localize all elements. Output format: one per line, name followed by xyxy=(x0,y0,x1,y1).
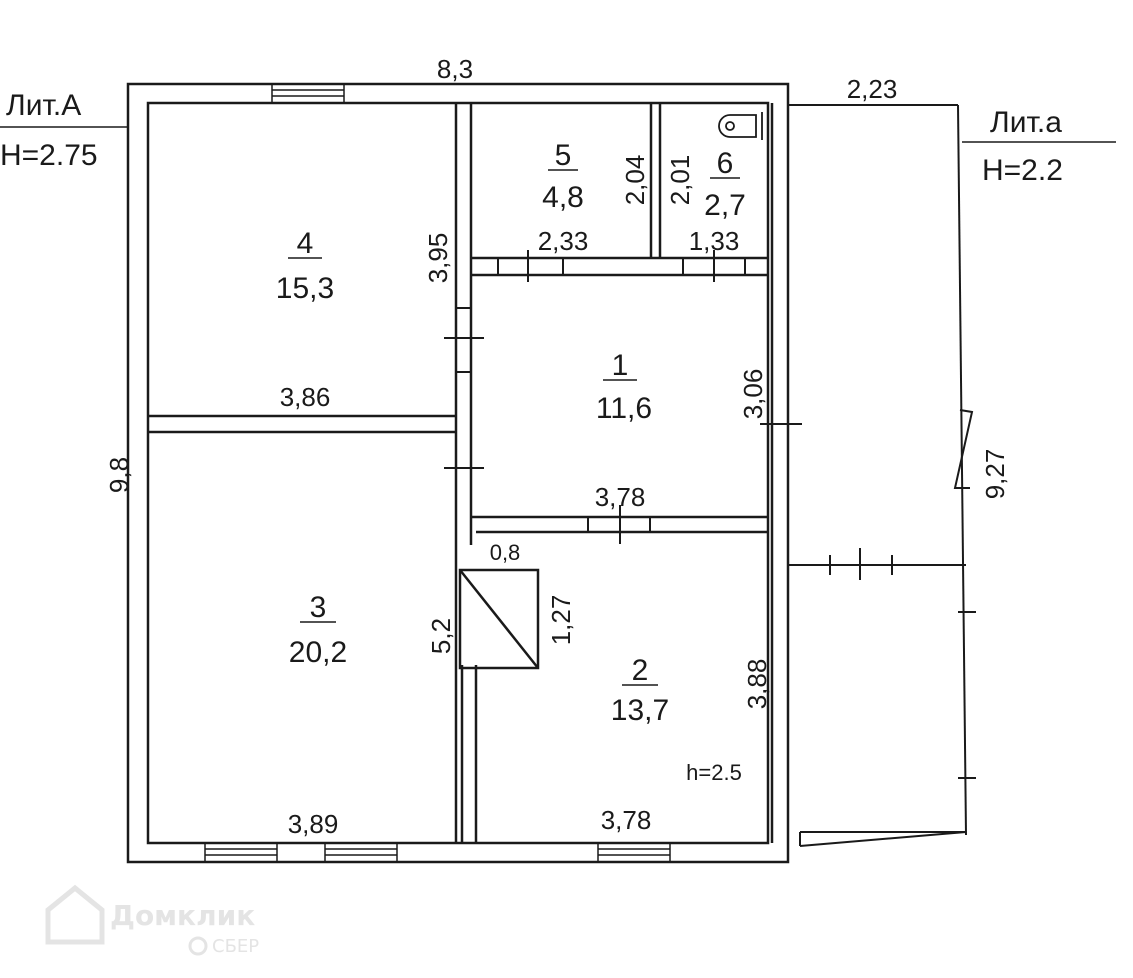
h-annex-label: H=2.2 xyxy=(982,154,1063,187)
dim-room6-side: 2,01 xyxy=(665,155,695,206)
room-number: 1 xyxy=(612,349,629,382)
room-number: 3 xyxy=(310,591,327,624)
dim-room5-bottom: 2,33 xyxy=(538,226,589,256)
room-area: 15,3 xyxy=(276,272,334,305)
dim-stove-width: 0,8 xyxy=(490,540,521,565)
dim-left-height: 9,8 xyxy=(104,457,134,493)
toilet-icon xyxy=(718,112,763,140)
outer-wall-inner xyxy=(146,101,770,845)
leaders xyxy=(0,126,1116,143)
dim-room2-side: 3,88 xyxy=(742,659,772,710)
window-top xyxy=(271,83,345,104)
room-3-label: 3 20,2 xyxy=(289,591,347,669)
watermark-sub: СБЕР xyxy=(212,936,259,957)
stove xyxy=(458,568,540,670)
dim-room1-bottom: 3,78 xyxy=(595,482,646,512)
stove-diagonal xyxy=(459,569,539,669)
room-5-label: 5 4,8 xyxy=(542,139,584,214)
room-6-label: 6 2,7 xyxy=(704,147,746,222)
watermark: Домклик СБЕР xyxy=(45,884,259,957)
dim-room2-bottom: 3,78 xyxy=(601,805,652,835)
house-icon xyxy=(45,884,105,945)
window-bottom-left xyxy=(204,842,278,863)
walls xyxy=(126,82,790,864)
room-number: 6 xyxy=(717,147,734,180)
room-area: 2,7 xyxy=(704,189,746,222)
sber-icon xyxy=(188,936,208,956)
h-main-label: H=2.75 xyxy=(0,139,98,172)
dim-annex-height: 9,27 xyxy=(980,449,1010,500)
room-4-label: 4 15,3 xyxy=(276,227,334,305)
room-1-label: 1 11,6 xyxy=(596,349,652,425)
dim-room4-side: 3,95 xyxy=(423,233,453,284)
windows xyxy=(204,83,671,863)
dim-room3-bottom: 3,89 xyxy=(288,809,339,839)
door-marks xyxy=(444,250,802,544)
window-bottom-right xyxy=(597,842,671,863)
dim-room5-side: 2,04 xyxy=(620,155,650,206)
lit-main-label: Лит.А xyxy=(6,89,81,122)
outer-wall-outer xyxy=(126,82,790,864)
window-bottom-mid xyxy=(324,842,398,863)
room2-height: h=2.5 xyxy=(686,760,742,785)
dim-room6-bottom: 1,33 xyxy=(689,226,740,256)
room-area: 20,2 xyxy=(289,636,347,669)
dim-room1-side: 3,06 xyxy=(738,369,768,420)
annex xyxy=(788,104,976,847)
room-area: 13,7 xyxy=(611,694,669,727)
dim-room3-side: 5,2 xyxy=(426,618,456,654)
dim-annex-width: 2,23 xyxy=(847,74,898,104)
dim-room4-bottom: 3,86 xyxy=(280,382,331,412)
room-number: 4 xyxy=(297,227,314,260)
lit-annex-label: Лит.а xyxy=(990,106,1062,139)
room-2-label: 2 13,7 xyxy=(611,654,669,727)
dim-top-width: 8,3 xyxy=(437,54,473,84)
room-area: 4,8 xyxy=(542,181,584,214)
dim-stove-height: 1,27 xyxy=(546,595,576,646)
room-number: 2 xyxy=(632,654,649,687)
watermark-brand: Домклик xyxy=(110,899,255,932)
room-area: 11,6 xyxy=(596,392,652,425)
room-number: 5 xyxy=(555,139,572,172)
